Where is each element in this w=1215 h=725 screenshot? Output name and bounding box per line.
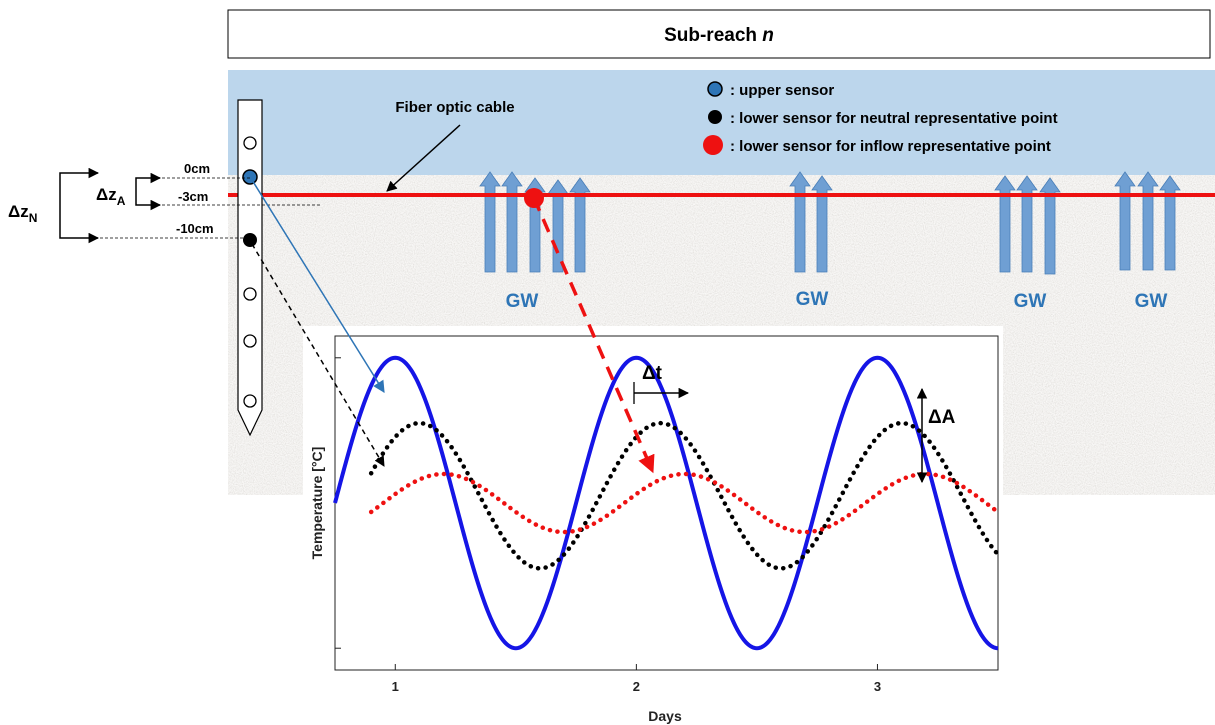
fiber-optic-cable-label: Fiber optic cable xyxy=(395,99,514,116)
depth-label-3cm: -3cm xyxy=(178,189,208,204)
dz-a-label: ΔzA xyxy=(96,185,126,208)
upper-sensor-temperature-curve xyxy=(333,355,999,651)
chart-series xyxy=(333,355,1001,651)
sub-reach-title: Sub-reach n xyxy=(664,25,774,46)
groundwater-upflow-arrow xyxy=(569,177,591,273)
inflow-representative-point xyxy=(524,188,544,208)
probe-body xyxy=(237,99,263,437)
delta-t-label: Δt xyxy=(642,363,663,384)
sub-reach-header: Sub-reach n xyxy=(227,9,1211,59)
gw-label-3: GW xyxy=(1014,291,1047,312)
x-axis-label: Days xyxy=(648,708,682,724)
depth-label-0cm: 0cm xyxy=(184,161,210,176)
x-tick-label: 3 xyxy=(874,679,881,694)
temperature-probe xyxy=(237,99,263,437)
inflow-point-connector-arrow xyxy=(532,197,655,474)
legend-lower-inflow-label: : lower sensor for inflow representative… xyxy=(730,138,1051,155)
lower-neutral-temperature-curve xyxy=(368,420,1001,571)
probe-sensor-slot xyxy=(243,334,257,348)
upper-sensor-connector-arrow xyxy=(251,179,385,394)
gw-label-4: GW xyxy=(1135,291,1168,312)
gw-label-2: GW xyxy=(796,289,829,310)
legend-upper-sensor-marker xyxy=(707,81,723,97)
depth-markers: 0cm -3cm -10cm ΔzA ΔzN xyxy=(8,161,320,244)
dz-n-bracket xyxy=(59,167,100,244)
chart-plot-area xyxy=(334,335,999,671)
y-axis-label: Temperature [°C] xyxy=(309,447,325,560)
legend-lower-neutral-label: : lower sensor for neutral representativ… xyxy=(730,110,1058,127)
temperature-chart: 1 2 3 Days Temperature [°C] xyxy=(303,326,1003,725)
lower-sensor xyxy=(243,233,257,247)
probe-sensor-slot xyxy=(243,287,257,301)
dz-a-bracket xyxy=(135,172,162,211)
legend-lower-neutral-marker xyxy=(708,110,722,124)
delta-a-label: ΔA xyxy=(928,407,956,428)
chart-ticks: 1 2 3 xyxy=(335,357,881,694)
x-tick-label: 2 xyxy=(633,679,640,694)
delta-a-annotation: ΔA xyxy=(916,387,956,484)
probe-sensor-slot xyxy=(243,136,257,150)
probe-sensor-slot xyxy=(243,394,257,408)
x-tick-label: 1 xyxy=(392,679,399,694)
lower-sensor-connector-arrow xyxy=(251,243,385,467)
legend-upper-sensor-label: : upper sensor xyxy=(730,82,834,99)
groundwater-upflow-arrow xyxy=(1039,177,1061,275)
upper-sensor xyxy=(242,169,258,185)
legend: : upper sensor : lower sensor for neutra… xyxy=(703,81,1058,155)
legend-lower-inflow-marker xyxy=(703,135,723,155)
groundwater-upflow-arrow xyxy=(1016,175,1038,273)
groundwater-upflow-arrow xyxy=(1159,175,1181,271)
dz-n-label: ΔzN xyxy=(8,202,37,225)
depth-label-10cm: -10cm xyxy=(176,221,214,236)
groundwater-upflow-arrow xyxy=(811,175,833,273)
gw-label-1: GW xyxy=(506,291,539,312)
lower-inflow-temperature-curve xyxy=(368,471,1001,535)
groundwater-upflow-arrow xyxy=(994,175,1016,273)
fiber-cable-pointer-arrow xyxy=(386,124,461,192)
delta-t-annotation: Δt xyxy=(633,363,690,404)
